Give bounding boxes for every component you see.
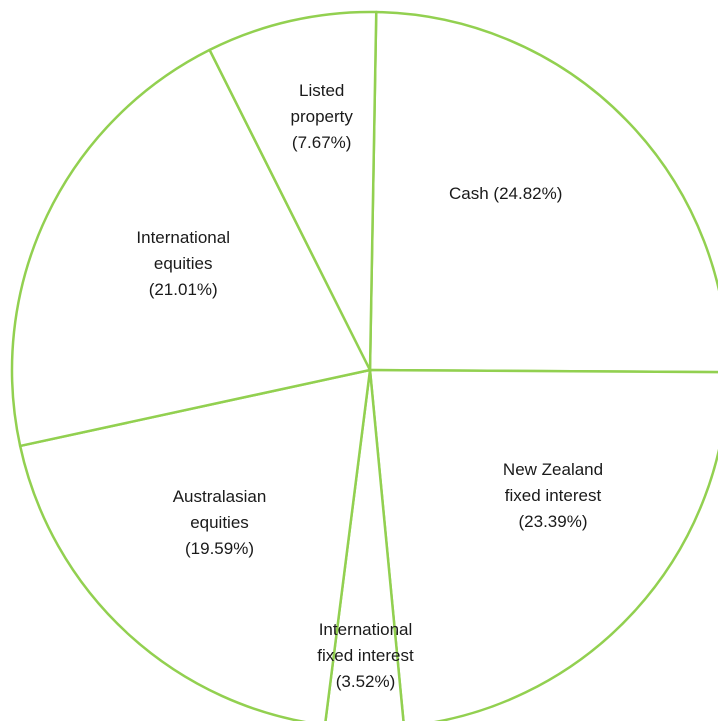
- pie-slice-international-equities: [10, 48, 372, 448]
- pie-slice-cash: [368, 10, 718, 374]
- pie-slice-australasian-equities: [18, 368, 372, 721]
- pie-slice-international-fixed-interest: [324, 368, 405, 721]
- pie-slice-listed-property: [208, 10, 378, 372]
- pie-slice-new-zealand-fixed-interest: [368, 368, 718, 721]
